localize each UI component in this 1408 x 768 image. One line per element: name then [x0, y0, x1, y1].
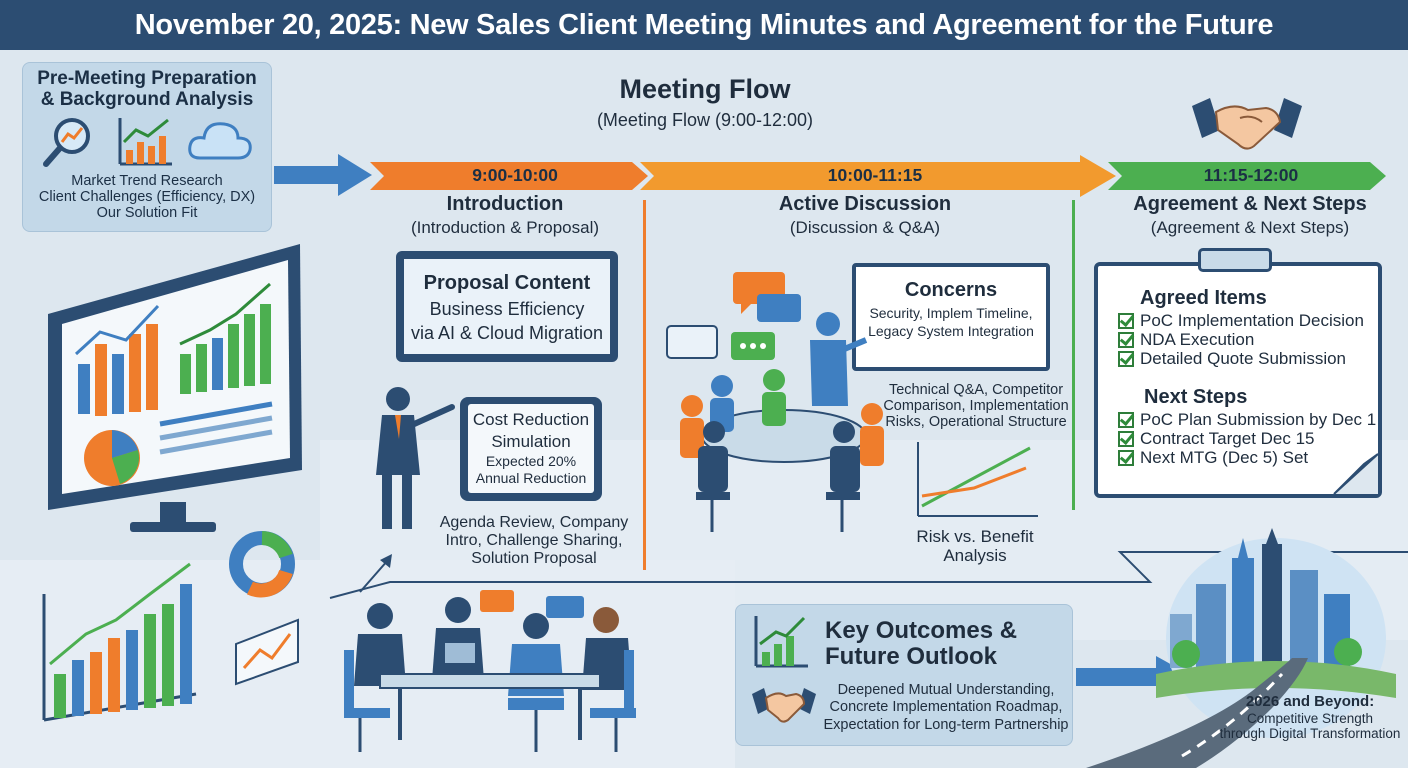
- risk-benefit-chart: [917, 442, 1038, 517]
- phase-title-2: Active Discussion: [778, 193, 952, 215]
- checkbox-icon: [1118, 450, 1134, 466]
- agreement-clipboard: [1094, 262, 1382, 498]
- checkbox-icon: [1118, 412, 1134, 428]
- agreed-item: NDA Execution: [1118, 330, 1254, 350]
- magnifier-icon: [43, 118, 90, 167]
- flow-subtitle: (Meeting Flow (9:00-12:00): [596, 110, 814, 130]
- cost-line4: Annual Reduction: [475, 470, 587, 486]
- cost-tablet-inner: [468, 404, 594, 493]
- concerns-line2: Legacy System Integration: [868, 323, 1034, 339]
- future-city-illustration: [1086, 528, 1396, 768]
- timeline-bar-1: [370, 162, 648, 190]
- cost-line3: Expected 20%: [485, 453, 577, 469]
- handshake-icon: [1192, 98, 1302, 150]
- concerns-board: [852, 263, 1050, 371]
- proposal-title: Proposal Content: [423, 272, 591, 294]
- next-steps-title: Next Steps: [1144, 386, 1248, 408]
- checkbox-icon: [1118, 351, 1134, 367]
- connector-lines: [329, 551, 1408, 599]
- next-step-item: Contract Target Dec 15: [1118, 429, 1315, 449]
- page-title: November 20, 2025: New Sales Client Meet…: [134, 8, 1274, 41]
- page-curl: [1333, 453, 1379, 495]
- agreed-items-title: Agreed Items: [1140, 287, 1267, 309]
- checkbox-icon: [1118, 313, 1134, 329]
- next-step-item: PoC Plan Submission by Dec 1: [1118, 410, 1376, 430]
- handshake-small-icon: [752, 688, 816, 723]
- chat-bubbles-icon: [666, 272, 801, 360]
- proposal-line1: Business Efficiency: [429, 299, 585, 319]
- outcomes-title: Key Outcomes & Future Outlook: [825, 617, 1018, 671]
- timeline-bar-3: [1108, 162, 1386, 190]
- title-bar: November 20, 2025: New Sales Client Meet…: [0, 0, 1408, 50]
- checkbox-icon: [1118, 431, 1134, 447]
- discussion-table-scene: [680, 312, 884, 532]
- concerns-title: Concerns: [904, 279, 998, 301]
- bar-chart-icon: [118, 118, 172, 166]
- prep-items: Market Trend Research Client Challenges …: [38, 173, 256, 222]
- qa-notes: Technical Q&A, Competitor Comparison, Im…: [883, 382, 1069, 431]
- proposal-screen-inner: [404, 259, 610, 354]
- checkbox-icon: [1118, 332, 1134, 348]
- prep-title: Pre-Meeting Preparation & Background Ana…: [37, 68, 257, 111]
- cloud-icon: [188, 122, 252, 160]
- proposal-line2: via AI & Cloud Migration: [410, 323, 604, 343]
- outcomes-items: Deepened Mutual Understanding, Concrete …: [823, 682, 1069, 733]
- monitor-illustration: [48, 244, 302, 532]
- prep-arrow: [274, 154, 372, 196]
- phase-time-2: 10:00-11:15: [827, 165, 923, 185]
- agreed-item: Detailed Quote Submission: [1118, 349, 1346, 369]
- cost-line2: Simulation: [491, 432, 571, 451]
- presenter-figure: [376, 387, 455, 529]
- phase-subtitle-1: (Introduction & Proposal): [410, 218, 600, 237]
- growth-icon: [754, 616, 808, 668]
- flow-title: Meeting Flow: [619, 74, 791, 104]
- phase-title-3: Agreement & Next Steps: [1133, 193, 1367, 215]
- timeline-bar-2: [640, 155, 1116, 197]
- concerns-line1: Security, Implem Timeline,: [869, 305, 1033, 321]
- next-step-item: Next MTG (Dec 5) Set: [1118, 448, 1308, 468]
- clipboard-clip: [1198, 248, 1272, 272]
- risk-benefit-label: Risk vs. Benefit Analysis: [916, 527, 1034, 566]
- agreed-item: PoC Implementation Decision: [1118, 311, 1364, 331]
- outcomes-box: [735, 604, 1073, 746]
- intro-notes: Agenda Review, Company Intro, Challenge …: [439, 514, 629, 567]
- cost-line1: Cost Reduction: [472, 410, 590, 429]
- phase-time-3: 11:15-12:00: [1203, 165, 1299, 185]
- phase-subtitle-2: (Discussion & Q&A): [789, 218, 941, 237]
- phase-time-1: 9:00-10:00: [472, 165, 558, 185]
- growth-chart-illustration: [42, 531, 299, 722]
- client-meeting-scene: [344, 590, 636, 752]
- future-text: 2026 and Beyond: Competitive Strength th…: [1219, 693, 1401, 741]
- divider-orange: [643, 200, 646, 570]
- phase-title-1: Introduction: [446, 193, 564, 215]
- divider-green: [1072, 200, 1075, 510]
- phase-subtitle-3: (Agreement & Next Steps): [1150, 218, 1350, 237]
